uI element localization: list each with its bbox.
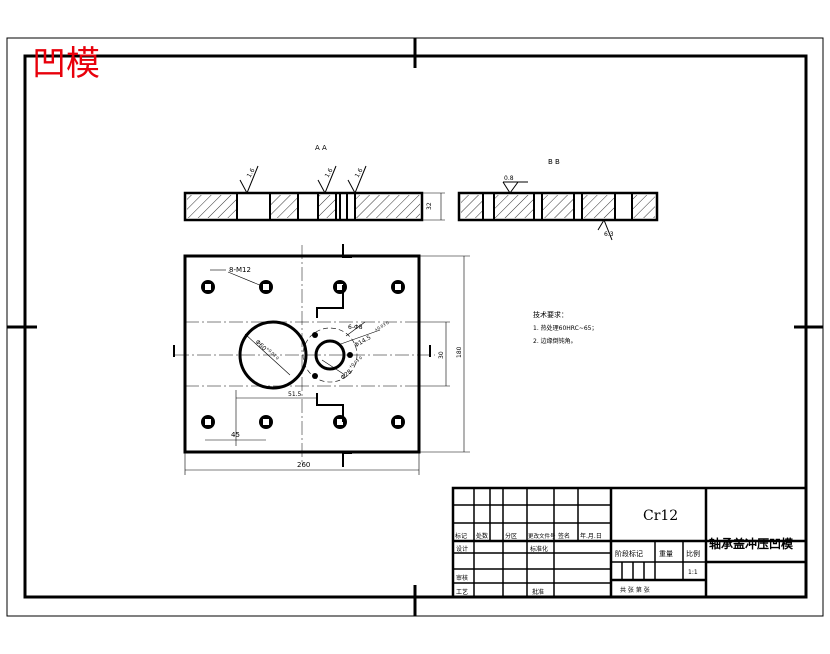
row-label-3: 更改文件号	[528, 532, 556, 540]
section-b-view: B B 0.8 6.3	[457, 158, 659, 241]
centering-marks	[7, 38, 823, 616]
dim-mid-hole: Φ28	[339, 368, 353, 381]
section-a-view: A A 1.6 1.6 1.6 32	[183, 144, 445, 222]
section-b-label: B B	[548, 158, 560, 166]
dim-offset: 51.5	[288, 391, 302, 398]
process-label: 工艺	[456, 588, 468, 596]
weight-label: 重量	[659, 550, 673, 558]
roughness-a2: 1.6	[324, 167, 335, 179]
notes-line2: 2. 边缘倒钝角。	[533, 337, 577, 345]
roughness-a3: 1.6	[354, 167, 365, 179]
notes-title: 技术要求：	[533, 310, 568, 319]
row-label-1: 处数	[476, 532, 488, 540]
threaded-holes	[201, 280, 405, 429]
roughness-b1: 0.8	[504, 175, 514, 182]
outer-border	[6, 37, 824, 617]
standard-label: 标准化	[530, 545, 548, 553]
plan-view: 8-M12 6-Φ8 Φ14.5 +0.03 0 Φ60 +0.03 0 Φ28…	[173, 244, 470, 475]
part-name: 轴承盖冲压凹模	[709, 536, 794, 551]
section-a-label: A A	[315, 144, 327, 152]
notes-line1: 1. 热处理60HRC~65；	[533, 324, 598, 332]
row-label-5: 年.月.日	[580, 532, 602, 540]
dim-thickness-32: 32	[426, 202, 433, 210]
design-label: 设计	[456, 545, 468, 553]
dim-height: 180	[456, 346, 463, 358]
pin-note: 6-Φ8	[348, 324, 363, 331]
row-label-2: 分区	[505, 532, 517, 540]
die-hole-large	[238, 320, 308, 390]
row-label-4: 签名	[558, 532, 570, 540]
material: Cr12	[643, 508, 678, 524]
roughness-b2: 6.3	[604, 231, 614, 238]
dim-30: 30	[438, 351, 445, 359]
holes-note: 8-M12	[229, 266, 251, 274]
dim-big-hole: Φ60	[254, 339, 268, 353]
die-hole-small	[314, 339, 346, 371]
approve-label: 批准	[532, 588, 544, 596]
dim-45: 45	[231, 431, 240, 439]
pin-holes	[312, 332, 353, 379]
roughness-a1: 1.6	[246, 167, 257, 179]
scale-label: 比例	[686, 549, 700, 558]
dim-width: 260	[297, 461, 310, 469]
technical-notes: 技术要求： 1. 热处理60HRC~65； 2. 边缘倒钝角。	[533, 310, 598, 345]
row-label-0: 标记	[455, 532, 467, 540]
inner-frame	[23, 54, 808, 599]
stage-mark-label: 阶段标记	[615, 549, 643, 558]
drawing-stamp: 凹模	[32, 44, 100, 84]
review-label: 审核	[456, 574, 468, 582]
dim-small-hole-tol: +0.03 0	[373, 320, 390, 333]
sheets-label: 共 张 第 张	[620, 586, 650, 594]
scale-value: 1:1	[688, 569, 698, 576]
title-block: Cr12 轴承盖冲压凹模 标记 处数 分区 更改文件号 签名 年.月.日 设计 …	[451, 486, 808, 599]
dim-big-hole-tol: +0.03 0	[265, 346, 280, 361]
